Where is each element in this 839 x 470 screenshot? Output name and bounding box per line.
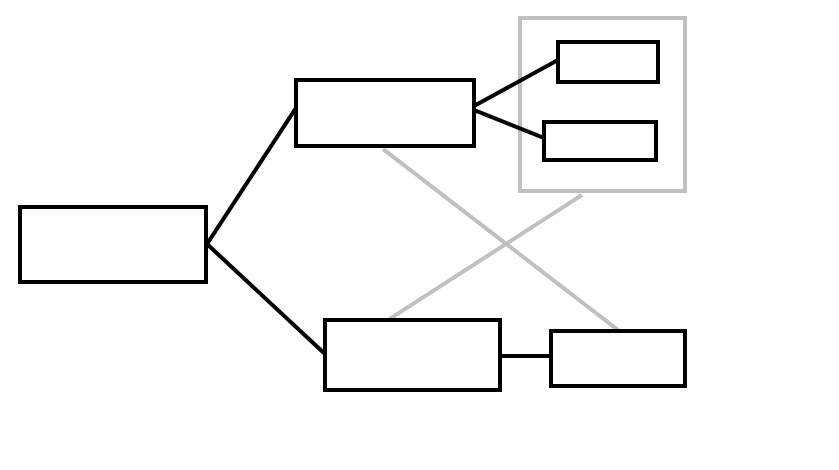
edge-upper-branch-to-upper-leaf-1 [473,58,559,108]
node-upper-leaf-2 [542,120,658,162]
crosslink-upper-branch-to-lower-leaf [381,147,620,332]
node-upper-branch [294,78,476,148]
node-upper-leaf-1 [556,40,660,84]
upper-leaves-group-outline [518,16,687,193]
edge-root-to-upper-branch [205,106,298,246]
edge-upper-branch-to-upper-leaf-2 [473,108,545,140]
node-lower-branch [323,318,502,392]
node-root [18,205,208,284]
crosslink-group-to-lower-branch [386,193,584,322]
node-lower-leaf [549,329,687,388]
edge-root-to-lower-branch [205,242,327,356]
